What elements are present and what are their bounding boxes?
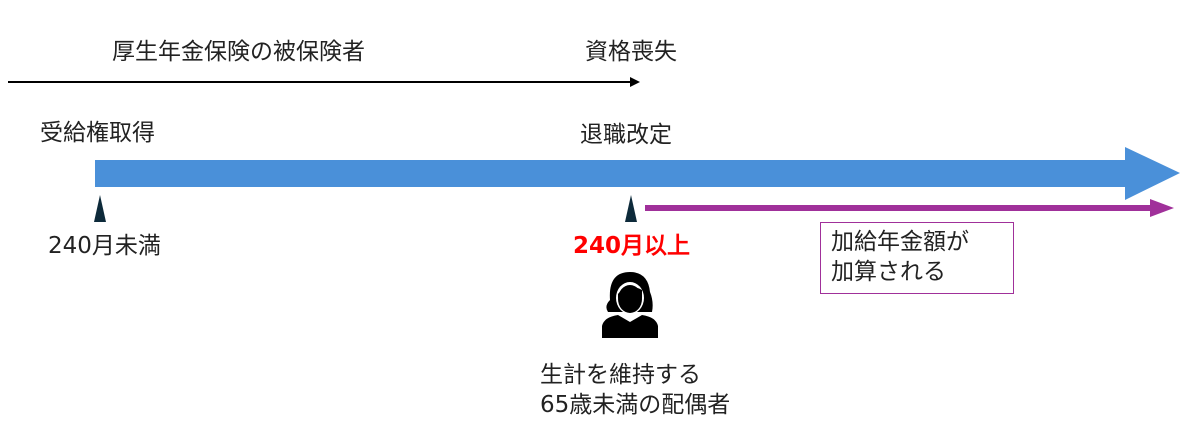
addition-note-box: 加給年金額が 加算される bbox=[820, 222, 1014, 294]
insured-period-label: 厚生年金保険の被保険者 bbox=[112, 39, 365, 65]
entitlement-label: 受給権取得 bbox=[40, 120, 155, 146]
addition-note-line2: 加算される bbox=[831, 259, 946, 285]
retirement-revision-label: 退職改定 bbox=[580, 122, 672, 148]
loss-of-qualification-label: 資格喪失 bbox=[585, 39, 677, 65]
spouse-label-line2: 65歳未満の配偶者 bbox=[540, 392, 731, 418]
insured-period-arrow bbox=[8, 77, 640, 87]
timeline-arrow bbox=[95, 147, 1180, 200]
under-240-label: 240月未満 bbox=[48, 233, 161, 259]
marker-retirement bbox=[625, 195, 637, 222]
addition-note-line1: 加給年金額が bbox=[831, 229, 969, 255]
woman-icon bbox=[602, 272, 658, 338]
marker-entitlement bbox=[94, 195, 106, 222]
over-240-label: 240月以上 bbox=[573, 233, 691, 259]
spouse-label-line1: 生計を維持する bbox=[540, 362, 701, 388]
addition-arrow bbox=[645, 199, 1174, 217]
